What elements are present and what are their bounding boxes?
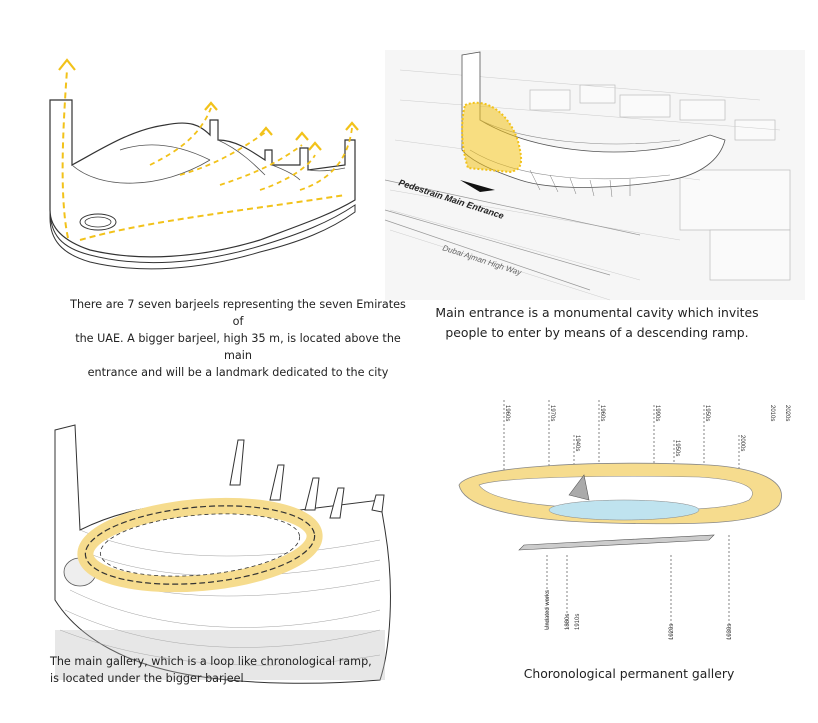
museum-volume <box>461 51 726 188</box>
gallery-loop-diagram <box>54 424 391 684</box>
airflow-path-low <box>79 194 346 241</box>
timeline-label: 2000s <box>739 435 745 451</box>
timeline-label: 1960s <box>504 405 510 421</box>
timeline-label: 1950s <box>704 405 710 421</box>
water-pool <box>548 499 700 521</box>
chronological-gallery-panel: 1960s 1970s 1960s 1990s 1950s 1940s 1950… <box>409 385 818 723</box>
timeline-label: 2020s <box>784 405 790 421</box>
timeline-label: 1950s <box>674 440 680 456</box>
timeline-label: 1880s <box>565 614 571 630</box>
timeline-label: 2010s <box>769 405 775 421</box>
timeline-label: 1940s <box>574 435 580 451</box>
top-left-caption: There are 7 seven barjeels representing … <box>70 298 406 379</box>
bottom-right-caption: Choronological permanent gallery <box>523 666 735 681</box>
top-right-caption: Main entrance is a monumental cavity whi… <box>435 305 759 340</box>
timeline-label: 1920s <box>669 624 675 640</box>
timeline-label: 1930s <box>727 624 733 640</box>
airflow-path-main <box>61 69 69 239</box>
arrow-up-icon <box>58 58 359 151</box>
timeline-label: Undated works <box>545 590 551 630</box>
bottom-left-caption: The main gallery, which is a loop like c… <box>50 655 372 685</box>
barjeels-diagram <box>49 58 359 270</box>
entrance-cavity <box>462 102 522 172</box>
entrance-render-panel: Pedestrain Main Entrance Dubai Ajman Hig… <box>380 40 810 350</box>
timeline-label: 1990s <box>654 405 660 421</box>
entrance-render: Pedestrain Main Entrance Dubai Ajman Hig… <box>384 50 805 301</box>
timeline-label: 1910s <box>575 614 581 630</box>
timeline-label: 1960s <box>599 405 605 421</box>
chronological-gallery-diagram: 1960s 1970s 1960s 1990s 1950s 1940s 1950… <box>458 400 790 640</box>
gallery-loop-panel: The main gallery, which is a loop like c… <box>0 400 409 723</box>
timeline-label: 1970s <box>549 405 555 421</box>
building-outline <box>49 99 356 258</box>
barjeels-diagram-panel: There are 7 seven barjeels representing … <box>0 0 409 379</box>
building-base <box>49 204 356 270</box>
